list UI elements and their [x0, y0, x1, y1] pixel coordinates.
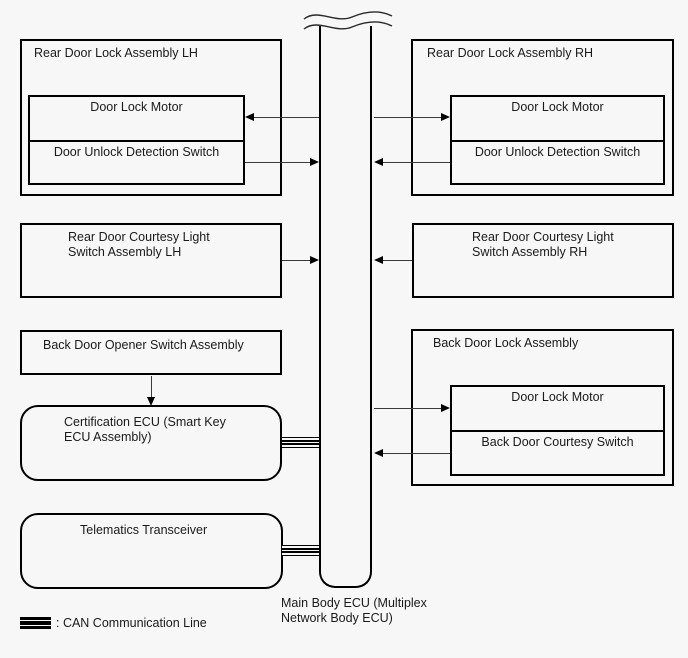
back-door-courtesy-to-pipe-line [383, 453, 450, 454]
opener-to-certification-line [151, 376, 152, 397]
main-body-ecu-label: Main Body ECU (Multiplex Network Body EC… [281, 596, 427, 626]
can-line-telematics-icon [282, 545, 319, 556]
rear-door-courtesy-light-switch-lh-box: Rear Door Courtesy Light Switch Assembly… [20, 223, 282, 298]
telematics-transceiver-box: Telematics Transceiver [20, 513, 283, 589]
pipe-to-back-door-motor-line [374, 408, 441, 409]
arrow-left-icon [374, 158, 383, 166]
courtesy-lh-to-pipe-line [282, 260, 310, 261]
courtesy-lh-label-line1: Rear Door Courtesy Light [68, 230, 210, 244]
rear-door-lock-rh-inner-box: Door Lock Motor Door Unlock Detection Sw… [450, 95, 665, 185]
rear-door-lock-lh-inner-box: Door Lock Motor Door Unlock Detection Sw… [28, 95, 245, 185]
back-door-lock-assembly-title: Back Door Lock Assembly [433, 336, 579, 350]
back-door-opener-switch-box: Back Door Opener Switch Assembly [20, 330, 282, 375]
courtesy-lh-label: Rear Door Courtesy Light Switch Assembly… [68, 230, 210, 260]
certification-ecu-box: Certification ECU (Smart Key ECU Assembl… [20, 405, 282, 481]
certification-ecu-label-line1: Certification ECU (Smart Key [64, 415, 226, 429]
pipe-to-lh-motor-line [253, 117, 319, 118]
arrow-right-icon [310, 158, 319, 166]
can-line-certification-ecu-icon [282, 437, 319, 448]
arrow-right-icon [441, 404, 450, 412]
certification-ecu-label-line2: ECU Assembly) [64, 430, 152, 444]
rear-door-courtesy-light-switch-rh-box: Rear Door Courtesy Light Switch Assembly… [412, 223, 674, 298]
courtesy-rh-to-pipe-line [383, 260, 412, 261]
back-door-lock-inner-box: Door Lock Motor Back Door Courtesy Switc… [450, 385, 665, 476]
arrow-right-icon [441, 113, 450, 121]
courtesy-rh-label: Rear Door Courtesy Light Switch Assembly… [472, 230, 614, 260]
arrow-down-icon [147, 397, 155, 406]
certification-ecu-label: Certification ECU (Smart Key ECU Assembl… [64, 415, 226, 445]
rear-door-lock-assembly-lh-title: Rear Door Lock Assembly LH [34, 46, 198, 60]
arrow-right-icon [310, 256, 319, 264]
main-body-ecu-label-line1: Main Body ECU (Multiplex [281, 596, 427, 610]
arrow-left-icon [245, 113, 254, 121]
main-body-ecu-label-line2: Network Body ECU) [281, 611, 393, 625]
line-break-icon [303, 11, 393, 30]
legend-label: : CAN Communication Line [56, 616, 207, 630]
arrow-left-icon [374, 256, 383, 264]
rear-door-lock-assembly-lh-box: Rear Door Lock Assembly LH Door Lock Mot… [20, 39, 282, 196]
rh-door-unlock-detection-switch-cell: Door Unlock Detection Switch [474, 145, 641, 159]
main-body-ecu-pipe [319, 26, 372, 588]
back-door-lock-motor-cell: Door Lock Motor [452, 387, 663, 432]
courtesy-lh-label-line2: Switch Assembly LH [68, 245, 182, 259]
rh-door-lock-motor-cell: Door Lock Motor [452, 97, 663, 142]
telematics-transceiver-label: Telematics Transceiver [80, 523, 208, 537]
lh-door-unlock-detection-switch-cell: Door Unlock Detection Switch [53, 145, 220, 159]
lh-unlock-switch-to-pipe-line [245, 162, 310, 163]
back-door-lock-assembly-box: Back Door Lock Assembly Door Lock Motor … [411, 329, 674, 486]
lh-door-lock-motor-cell: Door Lock Motor [30, 97, 243, 142]
rh-unlock-switch-to-pipe-line [383, 162, 450, 163]
back-door-courtesy-switch-cell: Back Door Courtesy Switch [481, 435, 634, 449]
back-door-opener-switch-label: Back Door Opener Switch Assembly [43, 338, 244, 352]
courtesy-rh-label-line1: Rear Door Courtesy Light [472, 230, 614, 244]
rear-door-lock-assembly-rh-title: Rear Door Lock Assembly RH [427, 46, 594, 60]
pipe-to-rh-motor-line [374, 117, 441, 118]
rear-door-lock-assembly-rh-box: Rear Door Lock Assembly RH Door Lock Mot… [411, 39, 674, 196]
arrow-left-icon [374, 449, 383, 457]
can-communication-line-icon [20, 617, 51, 629]
courtesy-rh-label-line2: Switch Assembly RH [472, 245, 588, 259]
